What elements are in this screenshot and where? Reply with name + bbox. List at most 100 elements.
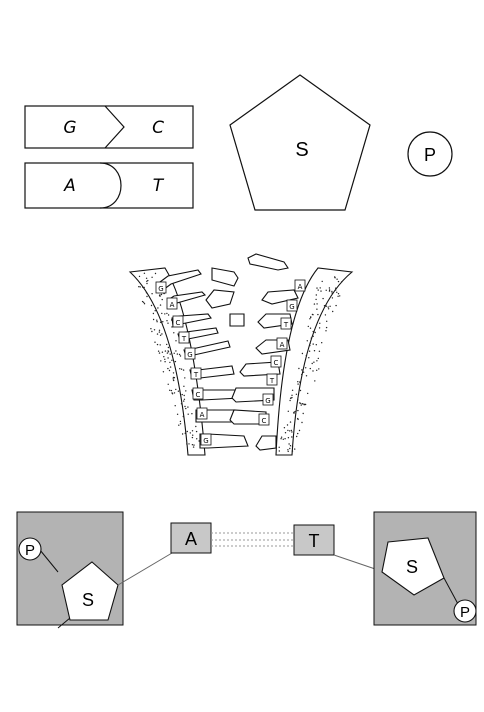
stipple-dot (191, 413, 193, 415)
stipple-dot (145, 292, 148, 294)
stipple-dot (139, 286, 141, 288)
stipple-dot (309, 344, 311, 347)
stipple-dot (172, 379, 175, 381)
stipple-dot (327, 308, 330, 310)
zipper-tag-label: T (181, 335, 187, 343)
stipple-dot (321, 342, 323, 344)
base-a-box-label: A (185, 529, 197, 549)
stipple-dot (337, 280, 340, 283)
stipple-dot (157, 307, 159, 309)
stipple-dot (156, 343, 159, 346)
right-base-8 (255, 435, 277, 451)
stipple-dot (166, 320, 168, 322)
stipple-dot (336, 291, 338, 293)
stipple-dot (301, 352, 304, 355)
stipple-dot (315, 298, 317, 301)
stipple-dot (313, 303, 316, 305)
stipple-dot (302, 403, 304, 405)
stipple-dot (307, 392, 309, 395)
stipple-dot (188, 443, 190, 445)
left-phosphate-bond (39, 549, 59, 573)
stipple-dot (287, 450, 289, 453)
phosphate-circle (407, 131, 453, 177)
stipple-dot (143, 272, 146, 274)
zipper-tag-box (190, 367, 202, 380)
stipple-dot (156, 319, 158, 321)
right-base-5 (239, 361, 281, 377)
stipple-dot (154, 272, 157, 275)
stipple-dot (316, 303, 318, 305)
gc-block-outline (24, 105, 194, 149)
stipple-dot (158, 331, 161, 333)
stipple-dot (323, 305, 326, 307)
stipple-dot (309, 318, 311, 320)
left-sugar-base-bond (117, 552, 173, 586)
zipper-tag-box (172, 315, 184, 328)
zipper-tag-box (200, 433, 212, 446)
stipple-dot (174, 360, 177, 363)
stipple-dot (316, 287, 318, 289)
stipple-dot (193, 444, 195, 446)
stipple-dot (196, 438, 198, 440)
stipple-dot (183, 400, 185, 402)
stipple-dot (325, 305, 327, 307)
zipper-tag-label: A (170, 301, 175, 309)
stipple-dot (164, 358, 166, 360)
stipple-dot (138, 275, 141, 278)
stipple-dot (138, 286, 140, 288)
stipple-dot (315, 344, 317, 346)
stipple-dot (291, 450, 294, 452)
stipple-dot (291, 389, 294, 391)
right-backbone (275, 267, 354, 456)
stipple-dot (146, 282, 148, 285)
stipple-dot (317, 313, 319, 316)
stipple-dot (340, 281, 343, 283)
stipple-dot (328, 287, 331, 289)
left-nucleotide-panel: S P (16, 511, 124, 629)
stipple-dot (176, 413, 179, 415)
base-c-label: C (152, 118, 164, 138)
stipple-dot (181, 433, 184, 435)
stipple-dot (289, 445, 292, 447)
stipple-dot (325, 330, 327, 332)
stipple-dot (289, 430, 291, 432)
stipple-dot (162, 321, 164, 323)
zipper-tag-box (276, 337, 288, 350)
stipple-dot (291, 431, 293, 433)
stipple-dot (299, 402, 301, 404)
stipple-dot (328, 290, 331, 292)
stipple-dot (167, 350, 169, 352)
stipple-dot (159, 344, 161, 346)
stipple-dot (161, 351, 164, 353)
stipple-dot (174, 405, 176, 407)
stipple-dot (299, 381, 301, 383)
stipple-dot (192, 446, 195, 448)
stipple-dot (278, 450, 280, 452)
zipper-tag-label: C (176, 319, 181, 327)
stipple-dot (307, 325, 309, 328)
stipple-dot (171, 326, 173, 328)
right-backbone-dots (278, 276, 343, 453)
stipple-dot (179, 368, 181, 370)
stipple-dot (151, 293, 153, 295)
stipple-dot (178, 424, 180, 426)
zipper-tag-label: T (283, 321, 289, 329)
zipper-tag-label: A (200, 411, 205, 419)
stipple-dot (305, 367, 307, 369)
right-base-1 (247, 253, 289, 271)
sugar-label: S (295, 139, 308, 161)
stipple-dot (318, 327, 321, 329)
stipple-dot (280, 436, 283, 438)
stipple-dot (306, 340, 308, 342)
stipple-dot (183, 385, 185, 387)
stipple-dot (143, 286, 145, 289)
stipple-dot (310, 316, 312, 318)
stipple-dot (164, 361, 166, 363)
stipple-dot (297, 383, 299, 385)
zipper-tag-box (266, 373, 278, 386)
stipple-dot (289, 421, 292, 423)
stipple-dot (305, 354, 308, 357)
stipple-dot (297, 432, 299, 435)
base-pair-at (24, 162, 194, 209)
